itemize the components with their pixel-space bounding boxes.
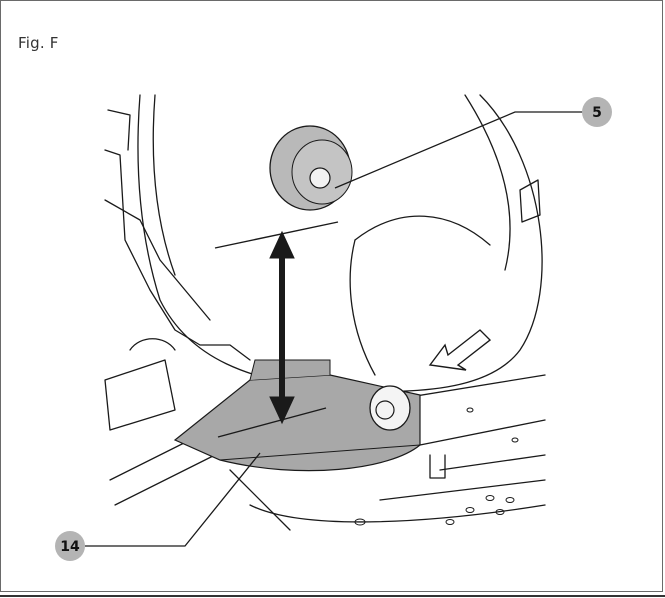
bottom-rule <box>0 595 665 597</box>
callout-14: 14 <box>55 531 85 561</box>
measurement-double-arrow <box>269 230 295 425</box>
motor-housing-outline <box>104 149 251 361</box>
callout-5-label: 5 <box>592 105 602 121</box>
upper-reference-line <box>214 221 339 249</box>
blade-guard-right-curve <box>464 94 511 271</box>
figure-title: Fig. F <box>18 34 59 52</box>
rotation-arrow <box>428 329 492 371</box>
callout-14-leader <box>85 452 261 547</box>
callout-5: 5 <box>582 97 612 127</box>
blade-guard-inner-curve <box>152 94 176 276</box>
lower-reference-line <box>217 407 327 438</box>
lower-guard-part-14 <box>173 374 421 472</box>
knob-part-5 <box>269 125 353 211</box>
blade-curve <box>354 215 491 246</box>
callout-14-label: 14 <box>60 539 80 555</box>
blade-bolt <box>369 385 411 431</box>
callout-5-leader <box>334 111 583 189</box>
